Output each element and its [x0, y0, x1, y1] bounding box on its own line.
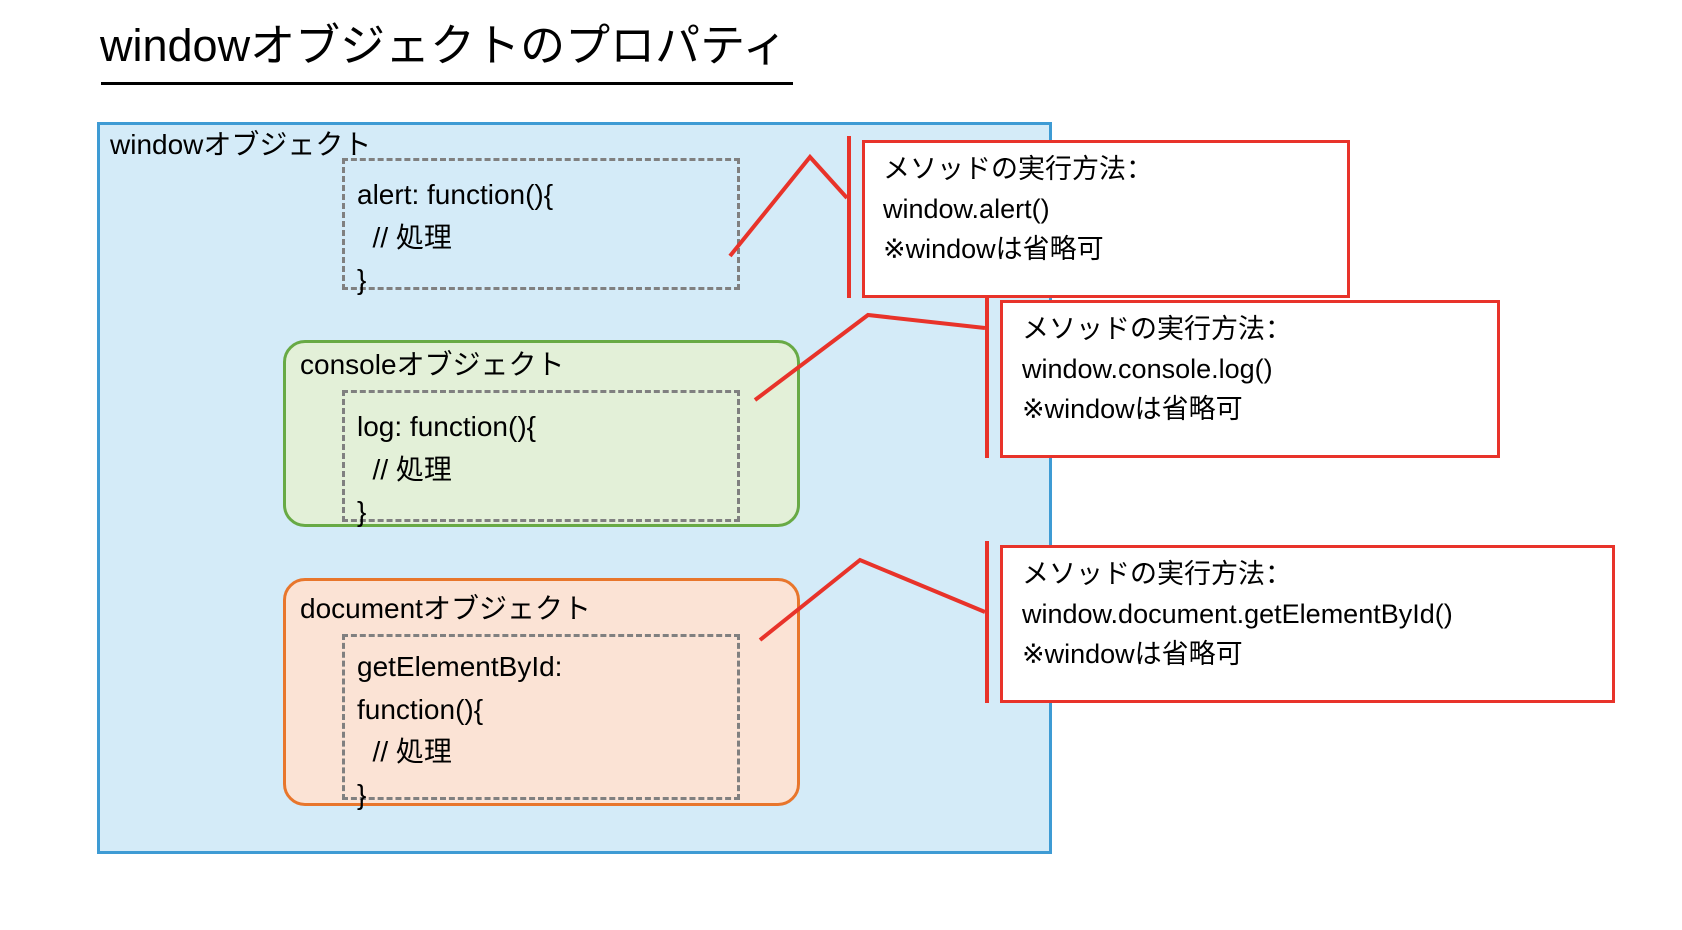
page-title: windowオブジェクトのプロパティ — [100, 20, 788, 71]
callout-alert-text: メソッドの実行方法： window.alert() ※windowは省略可 — [883, 154, 1153, 264]
alert-method-code-text: alert: function(){ // 処理 } — [357, 179, 554, 296]
page-title-underline — [101, 82, 793, 85]
callout-leader-bar-3 — [985, 541, 989, 703]
console-log-code-box — [342, 390, 740, 522]
callout-console-log-text: メソッドの実行方法： window.console.log() ※windowは… — [1022, 314, 1292, 424]
callout-leader-bar-1 — [847, 136, 851, 298]
document-object-label: documentオブジェクト — [300, 593, 591, 624]
console-log-code-text: log: function(){ // 処理 } — [357, 411, 536, 528]
callout-leader-bar-2 — [985, 296, 989, 458]
callout-document-getelementbyid-text: メソッドの実行方法： window.document.getElementByI… — [1022, 559, 1453, 669]
console-object-label: consoleオブジェクト — [300, 349, 565, 380]
document-object-container — [283, 578, 800, 806]
callout-alert — [862, 140, 1350, 298]
document-getelementbyid-code-box — [342, 634, 740, 800]
window-object-label: windowオブジェクト — [110, 129, 372, 160]
callout-document-getelementbyid — [1000, 545, 1615, 703]
callout-console-log — [1000, 300, 1500, 458]
console-object-container — [283, 340, 800, 527]
document-getelementbyid-code-text: getElementById: function(){ // 処理 } — [357, 651, 563, 810]
